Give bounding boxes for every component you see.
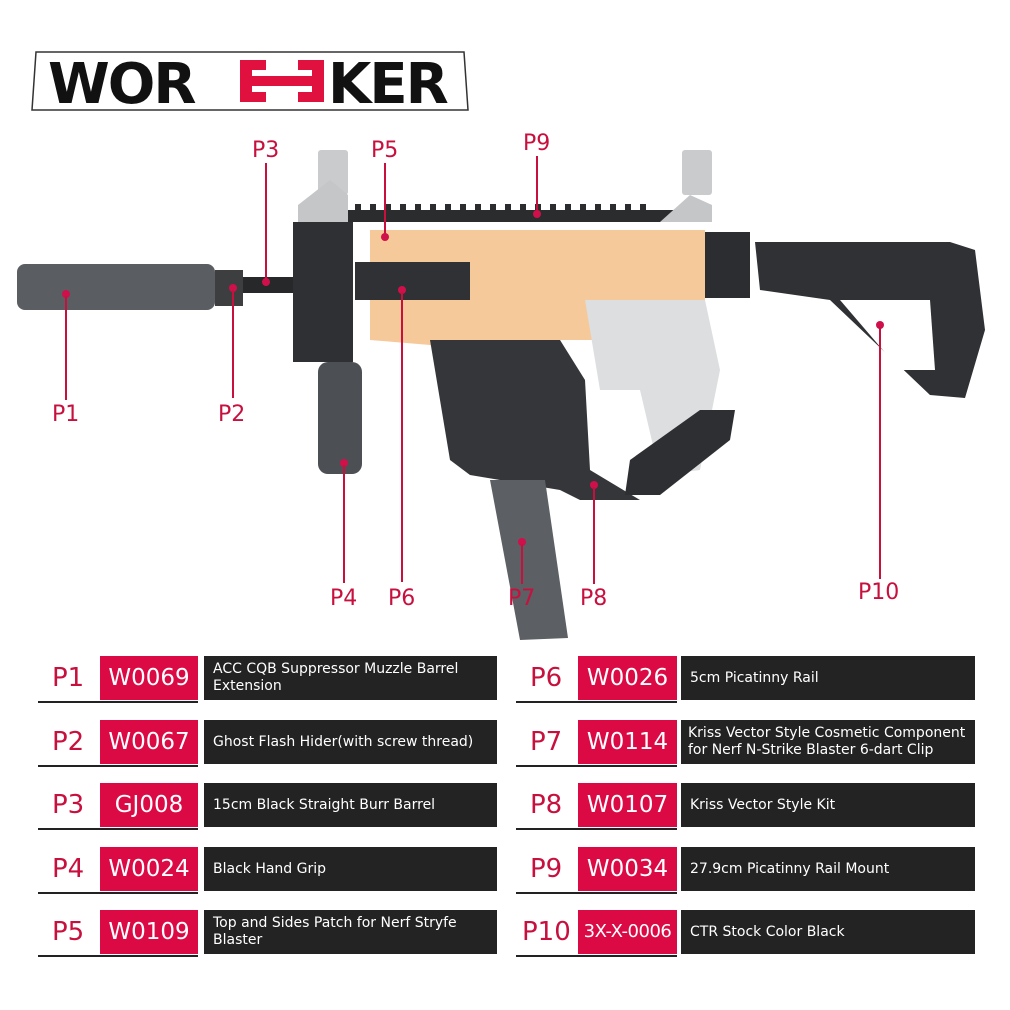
callout-line-p4	[343, 465, 345, 583]
callout-label-p4: P4	[330, 586, 358, 611]
parts-row-p7: P7 W0114 Kriss Vector Style Cosmetic Com…	[516, 720, 976, 767]
callout-dot-p7	[518, 538, 526, 546]
worker-logo: WOR KER	[30, 48, 470, 117]
part-code: W0026	[578, 656, 677, 700]
part-code: W0114	[578, 720, 677, 764]
callout-label-p6: P6	[388, 586, 416, 611]
callout-dot-p4	[340, 459, 348, 467]
row-underline	[38, 892, 198, 894]
part-code: W0069	[100, 656, 198, 700]
callout-line-p1	[65, 296, 67, 400]
callout-line-p7	[521, 544, 523, 584]
part-id: P4	[52, 854, 85, 884]
callout-line-p2	[232, 290, 234, 398]
callout-line-p9	[536, 156, 538, 212]
part-id: P3	[52, 790, 85, 820]
lower-receiver-part	[430, 340, 640, 500]
callout-dot-p10	[876, 321, 884, 329]
product-diagram: P1 P2 P3 P5 P9 P6 P4 P7 P8 P10	[0, 130, 1010, 640]
part-code: W0024	[100, 847, 198, 891]
callout-label-p5: P5	[371, 138, 399, 163]
callout-line-p8	[593, 487, 595, 584]
part-id: P5	[52, 917, 85, 947]
part-id: P6	[530, 663, 563, 693]
part-description: 27.9cm Picatinny Rail Mount	[681, 847, 975, 891]
callout-dot-p6	[398, 286, 406, 294]
part-description: ACC CQB Suppressor Muzzle Barrel Extensi…	[204, 656, 497, 700]
callout-line-p10	[879, 327, 881, 579]
wrench-x-icon	[240, 60, 324, 102]
part-id: P9	[530, 854, 563, 884]
parts-row-p6: P6 W0026 5cm Picatinny Rail	[516, 656, 976, 703]
part-code: 3X-X-0006	[578, 910, 677, 954]
part-code: W0067	[100, 720, 198, 764]
parts-row-p4: P4 W0024 Black Hand Grip	[38, 847, 498, 894]
part-code: GJ008	[100, 783, 198, 827]
part-id: P8	[530, 790, 563, 820]
parts-row-p2: P2 W0067 Ghost Flash Hider(with screw th…	[38, 720, 498, 767]
part-description: 15cm Black Straight Burr Barrel	[204, 783, 497, 827]
part-description: Black Hand Grip	[204, 847, 497, 891]
callout-label-p2: P2	[218, 402, 246, 427]
parts-row-p3: P3 GJ008 15cm Black Straight Burr Barrel	[38, 783, 498, 830]
row-underline	[38, 828, 198, 830]
blaster-illustration	[17, 150, 985, 640]
hand-grip-part	[318, 362, 362, 474]
parts-row-p10: P10 3X-X-0006 CTR Stock Color Black	[516, 910, 976, 957]
callout-label-p3: P3	[252, 138, 280, 163]
magazine-part	[490, 480, 568, 640]
callout-label-p7: P7	[508, 586, 536, 611]
part-id: P2	[52, 727, 85, 757]
callout-line-p5	[384, 163, 386, 235]
row-underline	[38, 765, 198, 767]
part-id: P7	[530, 727, 563, 757]
part-code: W0109	[100, 910, 198, 954]
part-description: 5cm Picatinny Rail	[681, 656, 975, 700]
row-underline	[516, 892, 677, 894]
callout-dot-p5	[381, 233, 389, 241]
callout-line-p6	[401, 292, 403, 582]
part-description: Kriss Vector Style Cosmetic Component fo…	[681, 720, 975, 764]
part-code: W0107	[578, 783, 677, 827]
row-underline	[516, 955, 677, 957]
callout-dot-p2	[229, 284, 237, 292]
parts-row-p1: P1 W0069 ACC CQB Suppressor Muzzle Barre…	[38, 656, 498, 703]
callout-dot-p1	[62, 290, 70, 298]
callout-label-p8: P8	[580, 586, 608, 611]
row-underline	[516, 765, 677, 767]
part-description: CTR Stock Color Black	[681, 910, 975, 954]
part-id: P1	[52, 663, 85, 693]
callout-label-p10: P10	[858, 580, 900, 605]
callout-dot-p9	[533, 210, 541, 218]
part-description: Ghost Flash Hider(with screw thread)	[204, 720, 497, 764]
part-code: W0034	[578, 847, 677, 891]
parts-row-p5: P5 W0109 Top and Sides Patch for Nerf St…	[38, 910, 498, 957]
callout-label-p1: P1	[52, 402, 80, 427]
callout-line-p3	[265, 163, 267, 281]
callout-label-p9: P9	[523, 131, 551, 156]
callout-dot-p8	[590, 481, 598, 489]
part-id: P10	[522, 917, 571, 947]
logo-text-right: KER	[328, 52, 448, 114]
row-underline	[516, 701, 677, 703]
parts-row-p9: P9 W0034 27.9cm Picatinny Rail Mount	[516, 847, 976, 894]
callout-dot-p3	[262, 278, 270, 286]
parts-row-p8: P8 W0107 Kriss Vector Style Kit	[516, 783, 976, 830]
logo-text-left: WOR	[48, 52, 195, 114]
row-underline	[516, 828, 677, 830]
suppressor-part	[17, 264, 215, 310]
row-underline	[38, 955, 198, 957]
row-underline	[38, 701, 198, 703]
part-description: Kriss Vector Style Kit	[681, 783, 975, 827]
part-description: Top and Sides Patch for Nerf Stryfe Blas…	[204, 910, 497, 954]
